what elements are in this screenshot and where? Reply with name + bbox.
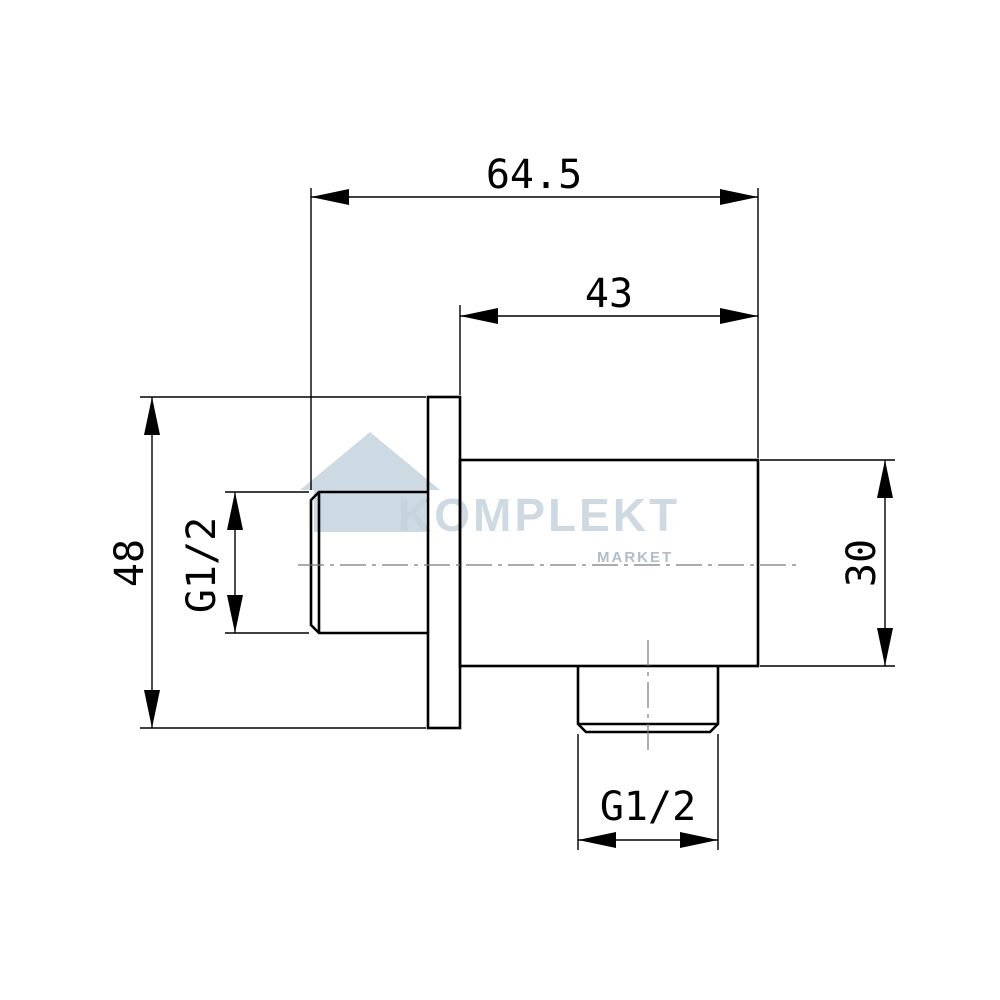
extension-lines [140,188,895,850]
dim-label-body-height: 30 [839,539,885,587]
inlet-thread-nipple [309,490,428,635]
watermark: KOMPLEKT MARKET [300,432,680,566]
arrow-right [720,189,758,205]
arrow-up [227,492,243,530]
dimension-body-length: 43 [460,271,758,324]
arrow-right [680,832,718,848]
arrow-up [877,460,893,498]
dimension-outlet-thread: G1/2 [578,784,718,848]
dim-label-outlet-thread: G1/2 [600,784,696,830]
dimension-total-length: 64.5 [311,152,758,205]
arrow-up [144,397,160,435]
flange-plate [426,395,462,730]
arrow-left [311,189,349,205]
dim-label-flange-height: 48 [107,539,153,587]
house-faucet-icon [300,432,440,532]
dimension-inlet-thread: G1/2 [179,492,243,633]
arrow-down [877,628,893,666]
dim-label-inlet-thread: G1/2 [179,517,225,613]
arrow-down [144,690,160,728]
arrow-left [578,832,616,848]
dimension-body-height: 30 [839,460,893,666]
dim-label-body-length: 43 [585,271,633,317]
watermark-brand: KOMPLEKT [398,489,680,541]
center-lines [298,564,800,755]
dimension-flange-height: 48 [107,397,160,728]
arrow-down [227,595,243,633]
arrow-left [460,308,498,324]
dim-label-total-length: 64.5 [486,152,582,198]
arrow-right [720,308,758,324]
main-body [458,458,760,668]
watermark-sub: MARKET [597,549,673,566]
